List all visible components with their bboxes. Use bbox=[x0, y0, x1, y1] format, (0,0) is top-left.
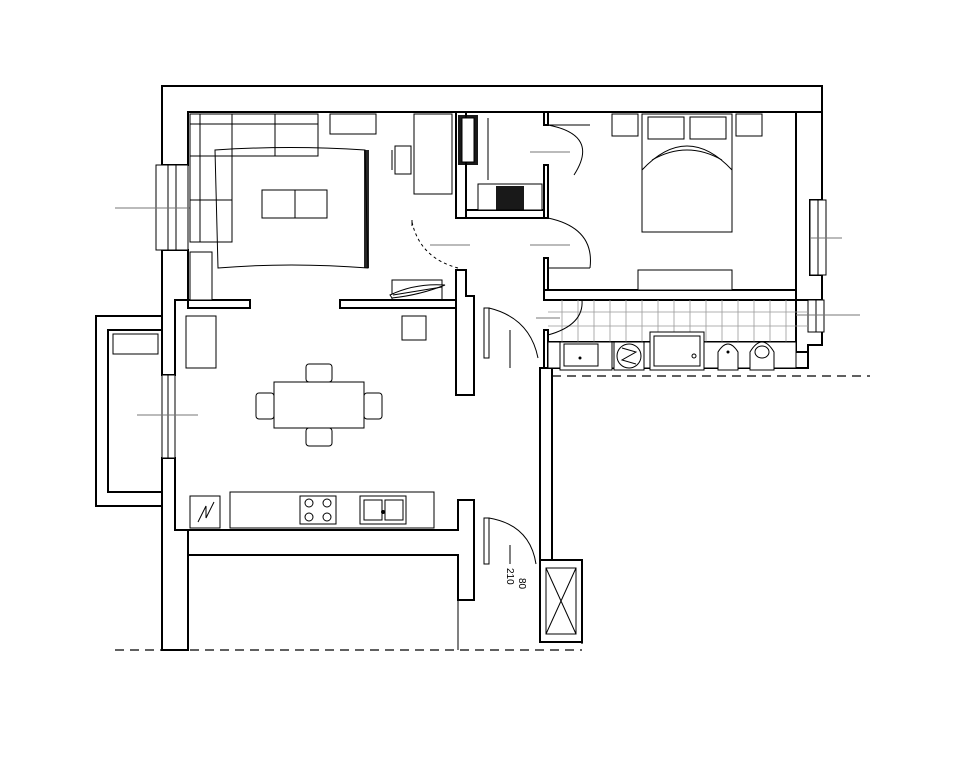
cabinet bbox=[189, 251, 213, 301]
ironing-board bbox=[389, 279, 446, 301]
window-left-lower bbox=[137, 374, 198, 459]
kitchen-sink bbox=[359, 495, 407, 525]
desk bbox=[391, 113, 453, 195]
master-bedroom bbox=[611, 113, 763, 291]
closet-room bbox=[458, 115, 591, 269]
balcony bbox=[95, 315, 163, 507]
boiler bbox=[189, 495, 221, 529]
door-height-label: 210 bbox=[504, 568, 515, 585]
shower bbox=[649, 331, 705, 371]
dresser bbox=[637, 269, 733, 291]
shelf bbox=[329, 113, 377, 135]
double-bed bbox=[641, 113, 733, 233]
coffee-table bbox=[261, 189, 328, 219]
wall-tiles bbox=[548, 300, 808, 342]
washing-machine bbox=[613, 341, 645, 371]
nightstand-left bbox=[611, 113, 639, 137]
lower-room bbox=[188, 554, 459, 650]
side-table bbox=[401, 315, 427, 341]
window-bathroom bbox=[796, 299, 860, 333]
shaft bbox=[539, 559, 583, 643]
toilet bbox=[749, 341, 775, 371]
bathroom bbox=[536, 299, 808, 371]
door-width-label: 80 bbox=[516, 578, 527, 590]
dashed-boundaries bbox=[115, 375, 870, 651]
window-bedroom bbox=[809, 199, 842, 276]
corridor bbox=[483, 307, 539, 368]
sofa bbox=[189, 113, 319, 243]
cabinet bbox=[185, 315, 217, 369]
stove bbox=[299, 495, 337, 525]
nightstand-right bbox=[735, 113, 763, 137]
bidet bbox=[717, 343, 739, 371]
dining-area bbox=[185, 315, 427, 447]
entrance-door: 80 210 bbox=[483, 517, 537, 590]
washbasin bbox=[559, 341, 613, 371]
kitchen bbox=[189, 491, 435, 529]
dining-table bbox=[255, 363, 383, 447]
living-room bbox=[189, 113, 470, 301]
